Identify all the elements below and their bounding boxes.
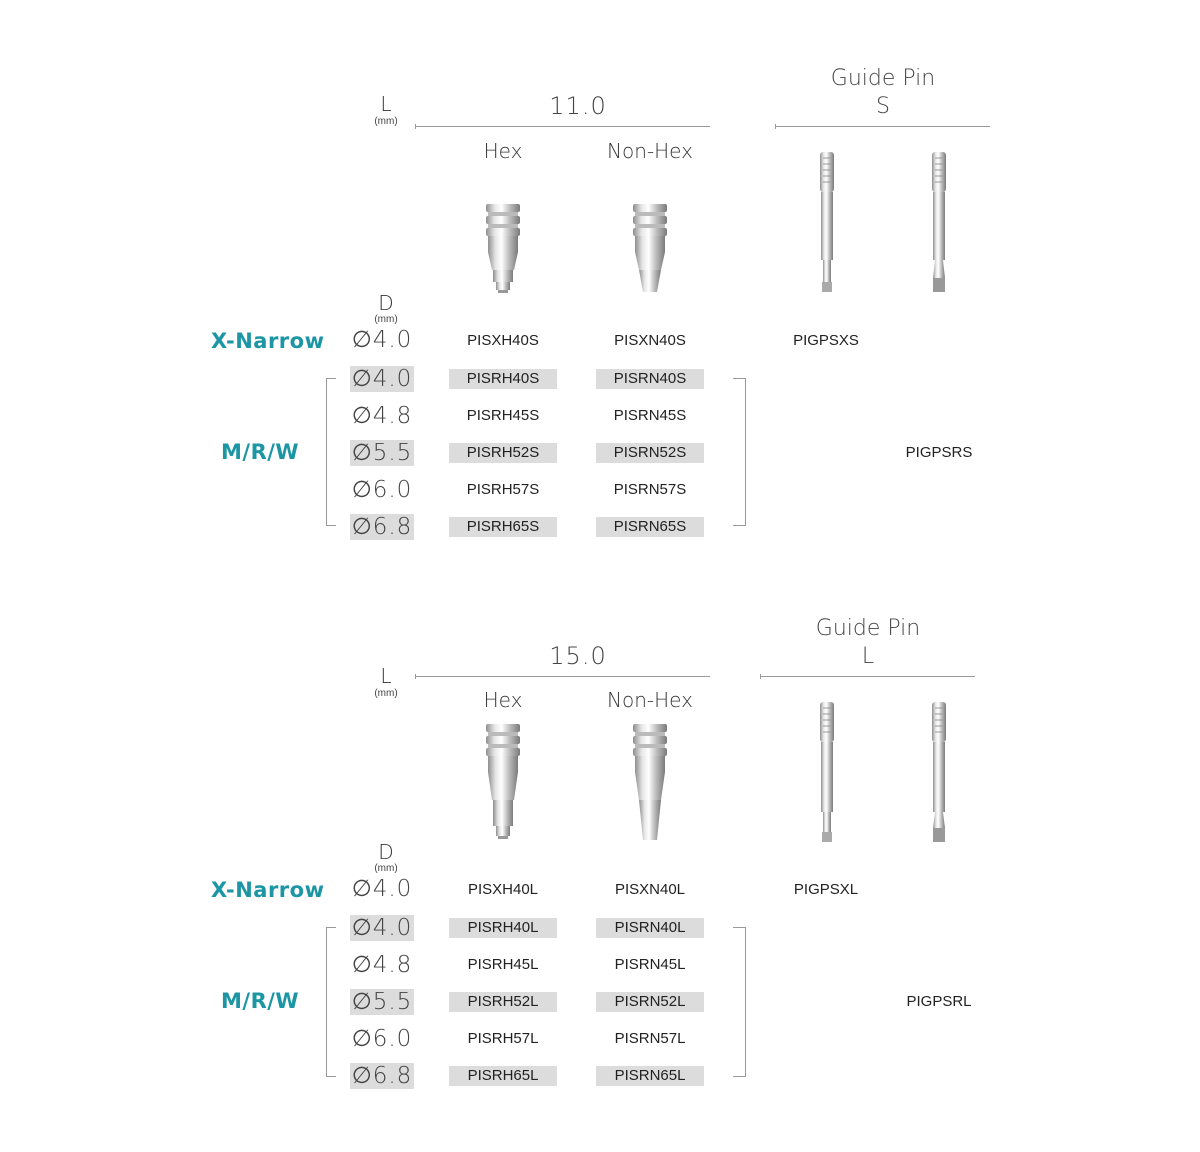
guide-pin-image (932, 702, 946, 842)
guide-pin-image (820, 152, 834, 292)
nonhex-code: PISRN65L (596, 1066, 704, 1086)
length-rule (415, 124, 710, 129)
guide-pin-size: S (876, 94, 890, 119)
guide-rule (775, 124, 990, 129)
length-label: L (380, 92, 392, 116)
nonhex-code: PISRN57S (613, 481, 687, 498)
hex-code: PISRH57S (466, 481, 540, 498)
diameter-value: ∅6.8 (350, 514, 414, 540)
hex-code: PISRH65L (449, 1066, 557, 1086)
diameter-value: ∅4.0 (350, 366, 414, 392)
length-value: 11.0 (549, 92, 607, 120)
diameter-value: ∅4.0 (350, 915, 414, 941)
col-hex-header: Hex (483, 688, 523, 712)
diameter-value: ∅4.0 (351, 327, 413, 353)
section-short: L (mm) 11.0 Guide Pin S Hex Non-Hex (0, 0, 1200, 560)
hex-code: PISRH40L (449, 918, 557, 938)
nonhex-code: PISRN40S (596, 369, 704, 389)
nonhex-code: PISRN65S (596, 517, 704, 537)
diameter-label: D (378, 291, 394, 315)
hex-impression-post-image (486, 204, 520, 293)
length-unit: (mm) (374, 116, 398, 127)
length-label: L (380, 664, 392, 688)
mrw-bracket-left (326, 927, 336, 1077)
diameter-value: ∅4.8 (351, 403, 413, 429)
guide-pin-title: Guide Pin (815, 616, 921, 641)
nonhex-code: PISRN45L (614, 956, 686, 973)
hex-code: PISRH45L (467, 956, 539, 973)
guide-pin-image (932, 152, 946, 292)
guide-pin-title: Guide Pin (830, 66, 936, 91)
guide-code: PIGPSRS (905, 444, 973, 461)
hex-code: PISRH65S (449, 517, 557, 537)
mrw-bracket-right (733, 927, 746, 1077)
nonhex-code: PISXN40L (614, 881, 686, 898)
hex-code: PISRH40S (449, 369, 557, 389)
hex-code: PISRH52S (449, 443, 557, 463)
diameter-value: ∅6.0 (351, 477, 413, 503)
nonhex-code: PISRN40L (596, 918, 704, 938)
section-long: L (mm) 15.0 Guide Pin L Hex Non-Hex (0, 550, 1200, 1110)
hex-code: PISXH40L (467, 881, 539, 898)
x-narrow-label: X-Narrow (211, 329, 325, 353)
guide-pin-image (820, 702, 834, 842)
hex-impression-post-image (486, 724, 520, 839)
nonhex-code: PISRN52L (596, 992, 704, 1012)
diameter-value: ∅6.0 (351, 1026, 413, 1052)
length-value: 15.0 (549, 642, 607, 670)
guide-rule (760, 674, 975, 679)
guide-code: PIGPSXS (793, 332, 859, 349)
nonhex-code: PISRN45S (613, 407, 687, 424)
guide-code: PIGPSXL (793, 881, 859, 898)
nonhex-impression-post-image (633, 204, 667, 292)
col-nonhex-header: Non-Hex (607, 139, 693, 163)
guide-pin-size: L (861, 644, 875, 669)
mrw-label: M/R/W (221, 440, 300, 464)
nonhex-code: PISRN57L (614, 1030, 686, 1047)
length-rule (415, 674, 710, 679)
hex-code: PISRH52L (449, 992, 557, 1012)
nonhex-code: PISXN40S (614, 332, 686, 349)
mrw-bracket-right (733, 378, 746, 526)
hex-code: PISRH45S (466, 407, 540, 424)
x-narrow-label: X-Narrow (211, 878, 325, 902)
length-unit: (mm) (374, 688, 398, 699)
col-nonhex-header: Non-Hex (607, 688, 693, 712)
diameter-value: ∅4.8 (351, 952, 413, 978)
hex-code: PISXH40S (467, 332, 539, 349)
diameter-label: D (378, 840, 394, 864)
mrw-label: M/R/W (221, 989, 300, 1013)
diameter-unit: (mm) (374, 863, 398, 874)
col-hex-header: Hex (483, 139, 523, 163)
nonhex-code: PISRN52S (596, 443, 704, 463)
nonhex-impression-post-image (633, 724, 667, 840)
diameter-value: ∅5.5 (350, 440, 414, 466)
guide-code: PIGPSRL (906, 993, 972, 1010)
mrw-bracket-left (326, 378, 336, 526)
diameter-value: ∅4.0 (351, 876, 413, 902)
diameter-value: ∅5.5 (350, 989, 414, 1015)
hex-code: PISRH57L (467, 1030, 539, 1047)
diameter-value: ∅6.8 (350, 1063, 414, 1089)
diameter-unit: (mm) (374, 314, 398, 325)
